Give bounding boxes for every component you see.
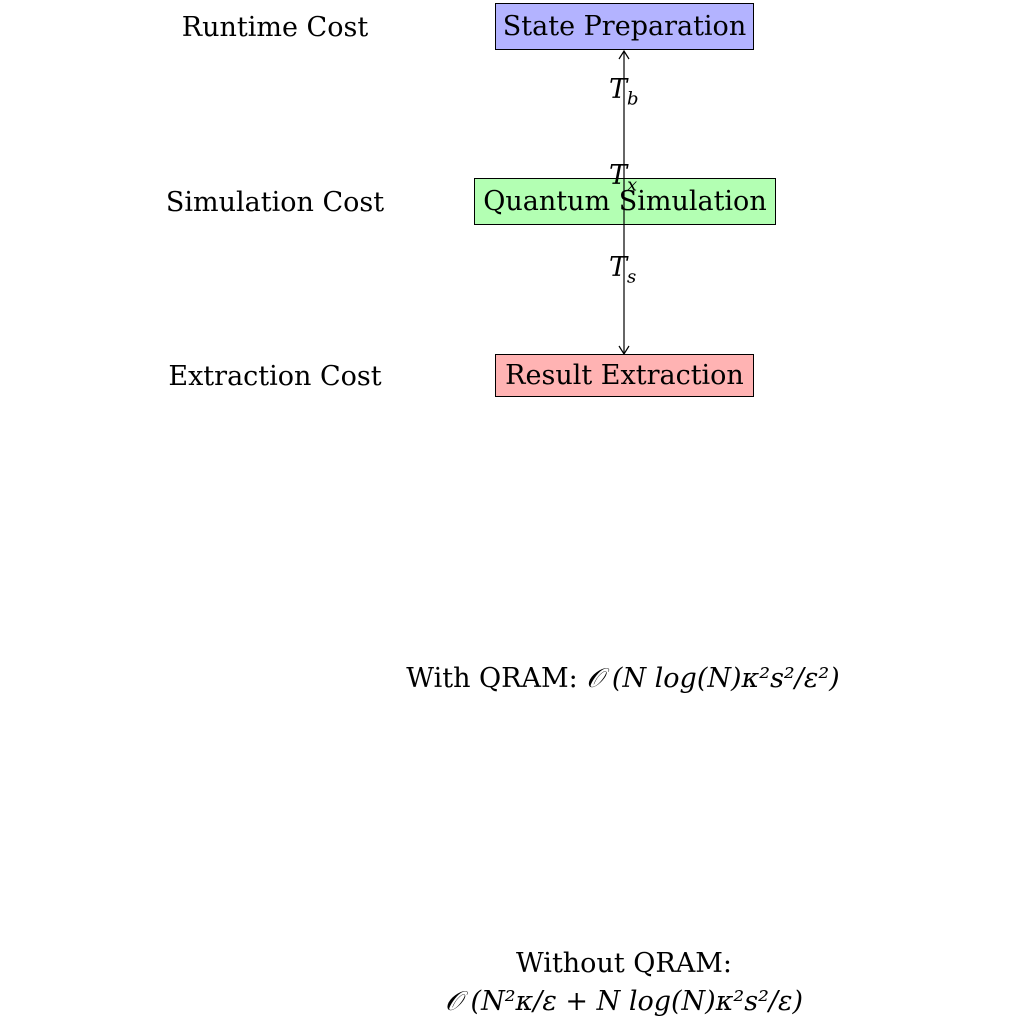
quantum-simulation-box: Quantum Simulation	[474, 178, 776, 225]
state-preparation-label: State Preparation	[502, 11, 747, 42]
arrow-head-up	[618, 49, 630, 60]
with-qram-formula: With QRAM: 𝒪 (N log(N)κ²s²/ε²)	[406, 665, 839, 692]
without-qram-title: Without QRAM:	[516, 948, 732, 979]
without-qram-expression: 𝒪 (N²κ/ε + N log(N)κ²s²/ε)	[444, 986, 804, 1017]
simulation-cost-label: Simulation Cost	[165, 187, 385, 218]
state-preparation-box: State Preparation	[495, 3, 754, 50]
cost-tx-label: Tx	[609, 160, 638, 196]
cost-ts-label: Ts	[609, 252, 637, 288]
with-qram-expression: 𝒪 (N log(N)κ²s²/ε²)	[586, 663, 840, 694]
with-qram-prefix: With QRAM:	[406, 663, 587, 694]
result-extraction-label: Result Extraction	[505, 360, 744, 391]
runtime-cost-label: Runtime Cost	[181, 12, 369, 43]
arrow-head-down	[618, 345, 630, 356]
result-extraction-box: Result Extraction	[495, 354, 754, 397]
cost-tb-label: Tb	[609, 74, 639, 110]
extraction-cost-label: Extraction Cost	[168, 361, 382, 392]
quantum-simulation-label: Quantum Simulation	[483, 186, 767, 217]
